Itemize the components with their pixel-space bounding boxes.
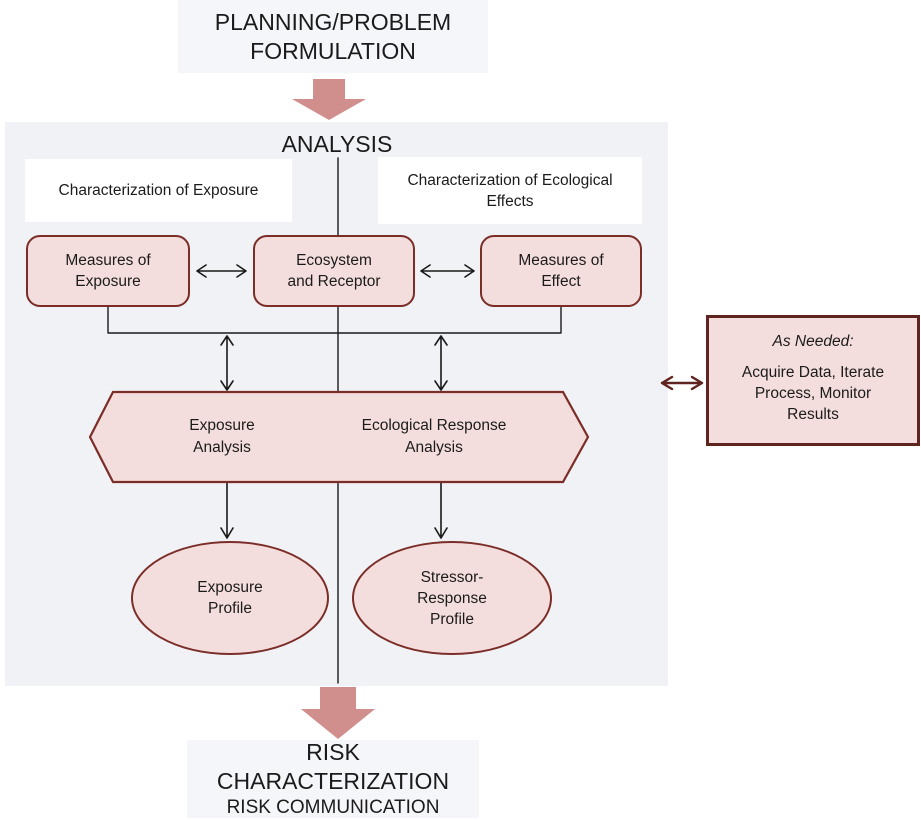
exposure-profile-ellipse: Exposure Profile bbox=[131, 541, 329, 655]
exposure-profile-line2: Profile bbox=[208, 600, 252, 617]
as-needed-box: As Needed: Acquire Data, Iterate Process… bbox=[706, 315, 920, 446]
stressor-response-line2: Response bbox=[417, 589, 487, 607]
planning-box-line2: FORMULATION bbox=[250, 37, 416, 64]
ecosystem-receptor-line1: Ecosystem bbox=[296, 252, 372, 269]
measures-of-exposure-line2: Exposure bbox=[75, 273, 141, 290]
flow-arrow-top bbox=[292, 79, 366, 120]
ecosystem-receptor-line2: and Receptor bbox=[287, 273, 381, 290]
risk-communication-label: RISK COMMUNICATION bbox=[226, 797, 440, 818]
characterization-effects-line2: Effects bbox=[486, 192, 534, 210]
exposure-analysis-label: Exposure Analysis bbox=[147, 415, 297, 459]
exposure-analysis-line1: Exposure bbox=[189, 417, 255, 434]
planning-problem-formulation-box: PLANNING/PROBLEM FORMULATION bbox=[178, 0, 488, 73]
ecological-response-analysis-label: Ecological Response Analysis bbox=[339, 415, 529, 459]
stressor-response-profile-ellipse: Stressor- Response Profile bbox=[352, 541, 552, 655]
as-needed-body-line1: Acquire Data, Iterate bbox=[741, 364, 885, 381]
exposure-analysis-line2: Analysis bbox=[193, 439, 251, 456]
stressor-response-line3: Profile bbox=[430, 610, 474, 628]
exposure-profile-line1: Exposure bbox=[197, 579, 263, 596]
stressor-response-line1: Stressor- bbox=[420, 568, 484, 586]
risk-characterization-box: RISK CHARACTERIZATION RISK COMMUNICATION bbox=[187, 739, 479, 818]
measures-of-exposure-box: Measures of Exposure bbox=[26, 235, 190, 307]
risk-characterization-label: RISK CHARACTERIZATION bbox=[216, 739, 450, 794]
measures-of-effect-line1: Measures of bbox=[518, 252, 604, 269]
ecosystem-and-receptor-box: Ecosystem and Receptor bbox=[253, 235, 415, 307]
as-needed-body-line3: Results bbox=[787, 406, 839, 423]
as-needed-body-line2: Process, Monitor bbox=[754, 385, 872, 402]
as-needed-title: As Needed: bbox=[772, 333, 854, 350]
measures-of-exposure-line1: Measures of bbox=[65, 252, 151, 269]
ecological-response-line2: Analysis bbox=[405, 439, 463, 456]
planning-box-line1: PLANNING/PROBLEM bbox=[214, 8, 452, 35]
measures-of-effect-line2: Effect bbox=[541, 273, 581, 290]
analysis-title: ANALYSIS bbox=[281, 131, 393, 157]
characterization-of-exposure-box: Characterization of Exposure bbox=[25, 159, 292, 222]
flow-arrow-bottom bbox=[301, 687, 375, 739]
double-arrow-as-needed bbox=[660, 375, 704, 391]
ecological-response-line1: Ecological Response bbox=[361, 417, 507, 434]
characterization-effects-line1: Characterization of Ecological bbox=[407, 171, 613, 189]
measures-of-effect-box: Measures of Effect bbox=[480, 235, 642, 307]
characterization-of-ecological-effects-box: Characterization of Ecological Effects bbox=[378, 157, 642, 224]
characterization-of-exposure-label: Characterization of Exposure bbox=[58, 182, 259, 199]
